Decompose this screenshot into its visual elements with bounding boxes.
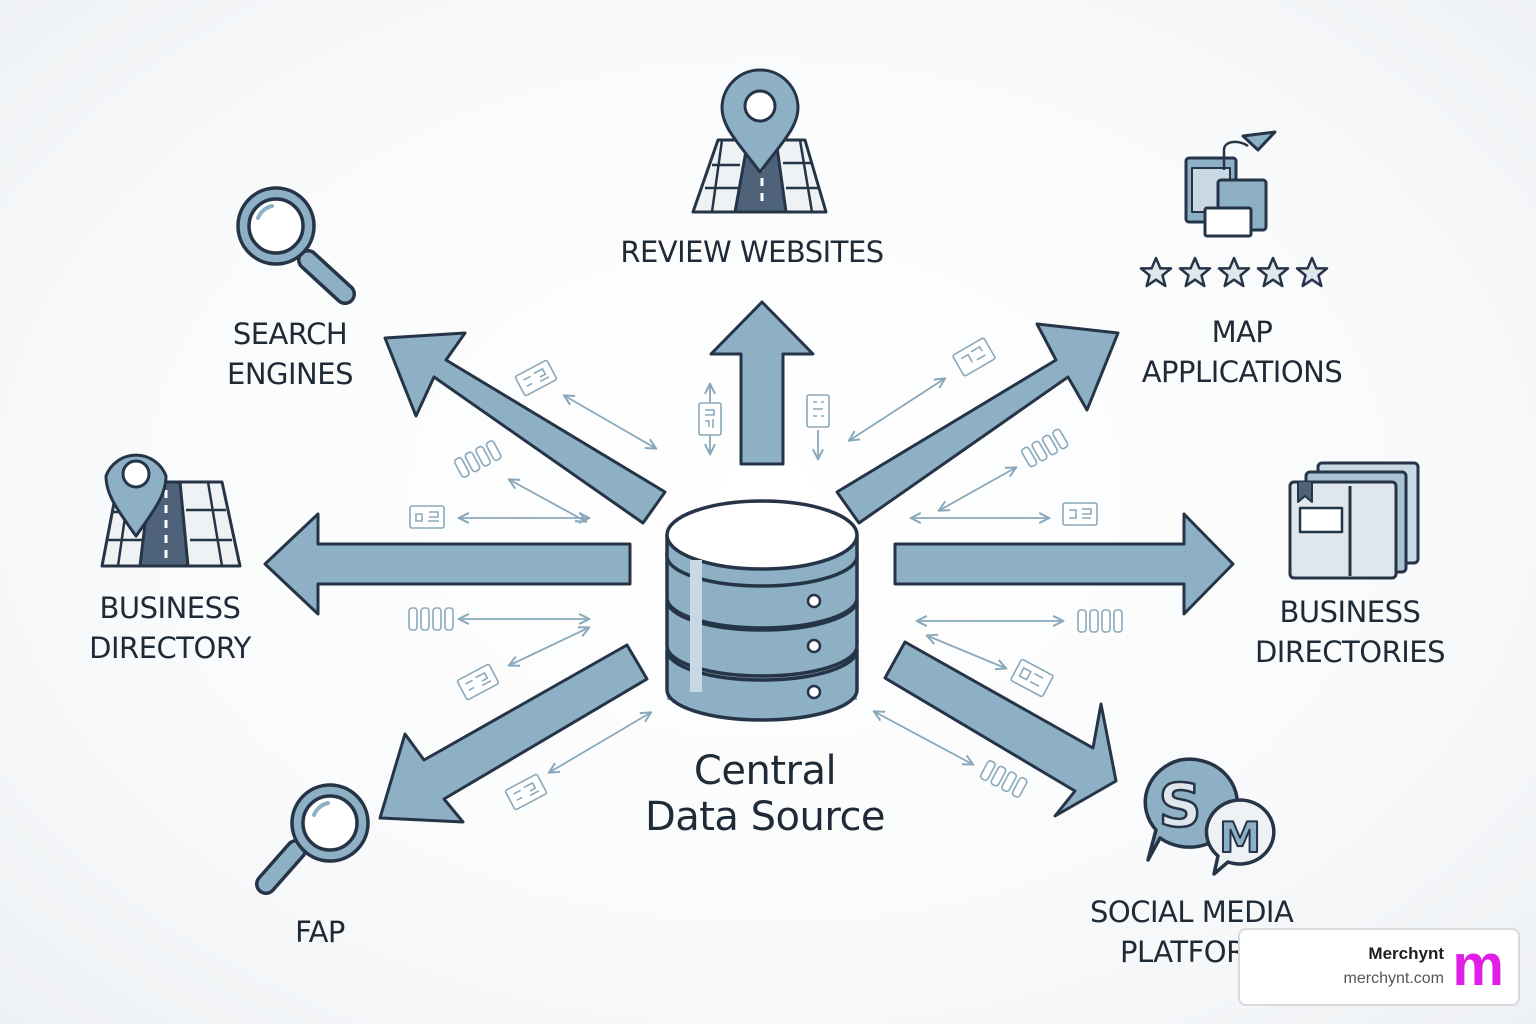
central-data-source-label: Central Data Source	[644, 748, 886, 840]
connector	[875, 712, 972, 764]
data-packet-icon	[504, 773, 548, 811]
data-packet-icon	[408, 607, 454, 631]
social-m-letter: M	[1219, 813, 1261, 862]
label-search-engines: SEARCH ENGINES	[227, 317, 353, 391]
social-s-letter: S	[1158, 771, 1201, 841]
star-icon	[1256, 256, 1290, 288]
merchynt-logo-icon: m	[1452, 933, 1504, 998]
badge-brand: Merchynt	[1368, 944, 1444, 963]
data-packet-icon	[1020, 428, 1069, 468]
connector	[850, 379, 944, 440]
data-packet-icon	[456, 663, 500, 701]
label-business-directories: BUSINESS DIRECTORIES	[1254, 595, 1446, 669]
arrow-to-search-engines	[383, 331, 667, 525]
connector	[550, 713, 650, 772]
rating-stars	[1139, 256, 1329, 288]
connector	[928, 636, 1005, 668]
label-social-media: SOCIAL MEDIA PLATFOR	[1090, 895, 1294, 969]
arrow-to-review-websites	[709, 300, 815, 466]
directory-books-icon	[1288, 461, 1420, 580]
merchynt-badge[interactable]: Merchynt merchynt.com m	[1238, 928, 1520, 1006]
data-packet-icon	[952, 337, 996, 377]
social-media-icon: S M	[1143, 757, 1276, 876]
database-icon	[665, 499, 859, 722]
connector	[565, 396, 655, 448]
star-icon	[1295, 256, 1329, 288]
star-icon	[1178, 256, 1212, 288]
data-packet-icon	[514, 359, 558, 397]
label-review-websites: REVIEW WEBSITES	[620, 235, 884, 269]
data-packet-icon	[1062, 502, 1098, 526]
data-packet-icon	[698, 402, 722, 436]
map-pin-icon	[691, 68, 828, 214]
arrow-to-fap	[378, 643, 649, 824]
label-fap: FAP	[295, 915, 345, 949]
magnifier-icon	[255, 783, 370, 895]
arrow-to-social-media	[883, 640, 1118, 818]
data-packet-icon	[1010, 658, 1054, 698]
magnifier-icon	[236, 186, 356, 305]
arrow-to-map-applications	[835, 322, 1120, 525]
badge-url: merchynt.com	[1343, 970, 1444, 987]
devices-icon	[1184, 130, 1277, 238]
data-packet-icon	[979, 760, 1028, 798]
connector	[510, 480, 585, 521]
connector	[940, 468, 1015, 510]
arrow-to-business-directories	[893, 512, 1235, 616]
data-packet-icon	[453, 440, 502, 478]
connector	[510, 628, 588, 665]
star-icon	[1217, 256, 1251, 288]
label-business-directory: BUSINESS DIRECTORY	[89, 591, 251, 665]
data-packet-icon	[806, 394, 830, 428]
map-pin-icon	[100, 453, 242, 568]
data-packet-icon	[409, 505, 445, 529]
data-packet-icon	[1077, 609, 1123, 633]
arrow-to-business-directory	[263, 512, 632, 616]
star-icon	[1139, 256, 1173, 288]
label-map-applications: MAP APPLICATIONS	[1141, 315, 1343, 389]
